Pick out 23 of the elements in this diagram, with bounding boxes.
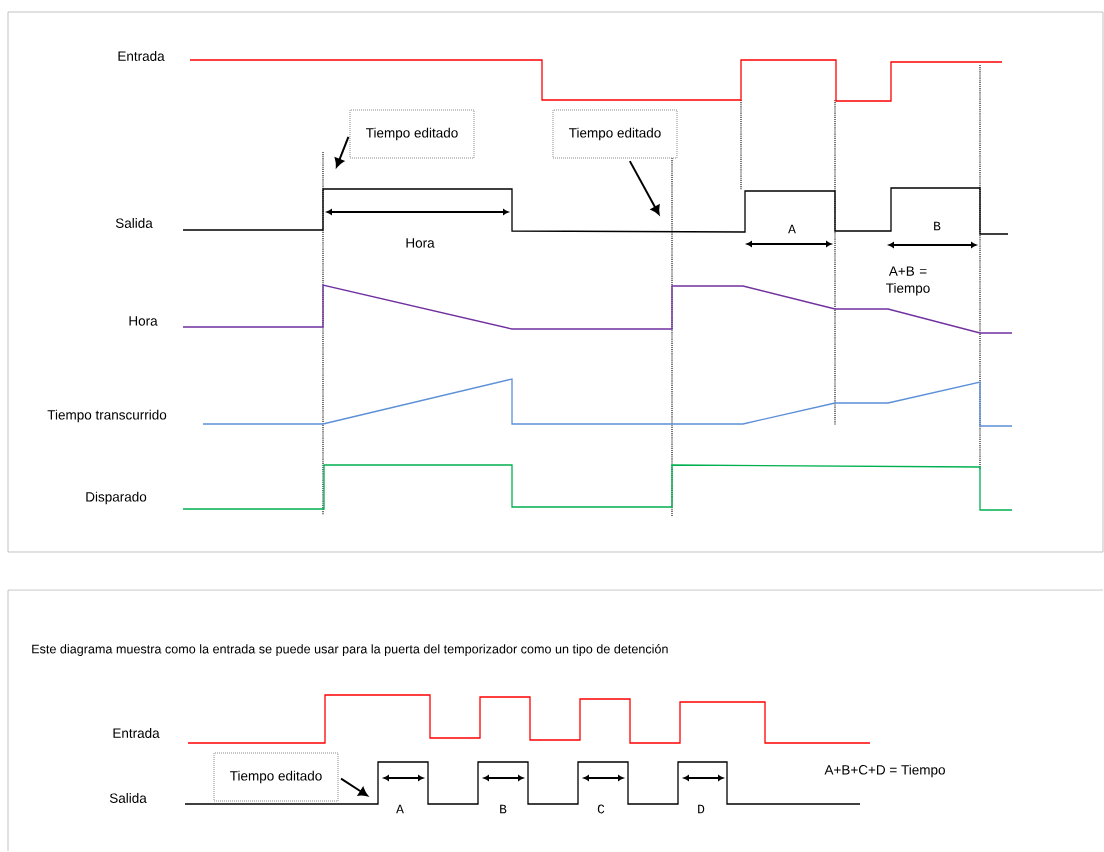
leader-arrow — [628, 160, 660, 215]
leader-arrow — [340, 777, 368, 797]
signal-label: Salida — [109, 793, 147, 803]
leader-arrow — [334, 135, 350, 168]
dimension-label: A — [396, 804, 404, 814]
note-box: Tiempo editado — [349, 109, 475, 159]
signal-label: Entrada — [113, 728, 160, 738]
note-box: Tiempo editado — [213, 752, 339, 802]
dimension-label: C — [597, 804, 605, 814]
note-text: A+B = Tiempo — [886, 266, 930, 296]
signal-label: Salida — [115, 218, 153, 228]
note-text: A+B+C+D = Tiempo — [824, 764, 945, 778]
dimension-label: B — [934, 221, 941, 231]
note-box: Tiempo editado — [552, 109, 678, 159]
signal-label: Entrada — [118, 51, 165, 61]
signal-label: Hora — [129, 316, 158, 326]
caption-text: Este diagrama muestra como la entrada se puede usar para la puerta del temporizador como un tipo de detención — [32, 644, 668, 656]
dimension-label: B — [500, 804, 507, 814]
dimension-label: D — [698, 804, 705, 814]
signal-label: Tiempo transcurrido — [47, 409, 167, 423]
dimension-label: Hora — [406, 238, 435, 248]
dimension-label: A — [788, 224, 796, 234]
signal-label: Disparado — [86, 491, 147, 505]
